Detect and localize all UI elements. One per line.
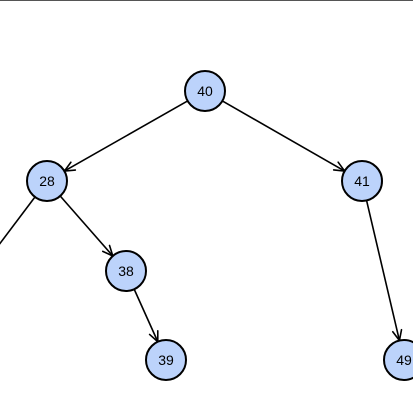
edge-n40-n28: [63, 100, 189, 172]
edges-layer: [0, 100, 403, 343]
edge-n38-n39: [133, 288, 159, 343]
edge-line: [365, 200, 401, 341]
edge-n41-n49: [365, 200, 403, 342]
edge-line: [221, 100, 346, 172]
node-circle: [26, 160, 68, 202]
node-label: 28: [39, 173, 55, 189]
node-label: 39: [158, 352, 174, 368]
node-circle: [105, 250, 147, 292]
node-label: 41: [354, 173, 370, 189]
edge-n28-offscreen-left: [0, 196, 36, 245]
edge-line: [133, 288, 159, 343]
edge-line: [0, 196, 36, 245]
tree-node-38: 38: [105, 250, 147, 292]
node-label: 38: [118, 263, 134, 279]
edge-line: [63, 100, 189, 172]
node-circle: [184, 70, 226, 112]
node-label: 40: [197, 83, 213, 99]
edge-n40-n41: [221, 100, 346, 172]
node-circle: [341, 160, 383, 202]
tree-node-28: 28: [26, 160, 68, 202]
tree-node-40: 40: [184, 70, 226, 112]
tree-node-39: 39: [145, 339, 187, 381]
edge-line: [59, 195, 114, 257]
edge-n28-n38: [59, 195, 114, 257]
tree-node-41: 41: [341, 160, 383, 202]
node-label: 49: [396, 352, 412, 368]
node-circle: [145, 339, 187, 381]
node-circle: [383, 339, 413, 381]
nodes-layer: 40 28 41 38 39 49: [26, 70, 413, 381]
tree-node-49: 49: [383, 339, 413, 381]
